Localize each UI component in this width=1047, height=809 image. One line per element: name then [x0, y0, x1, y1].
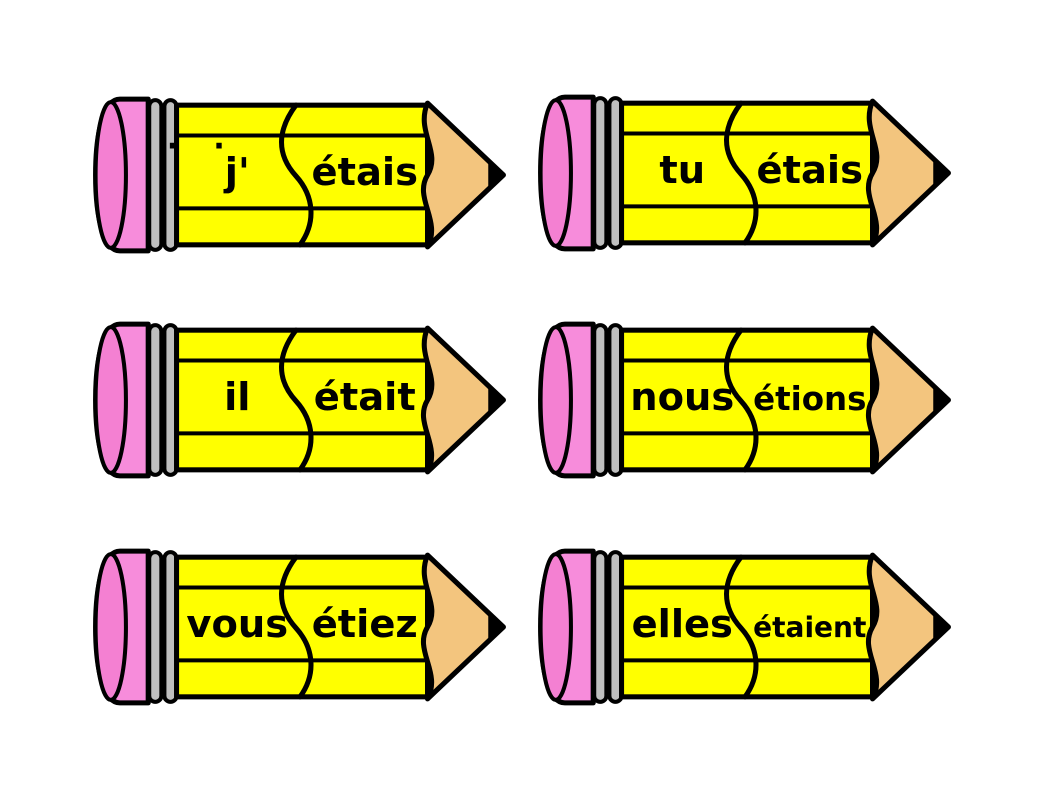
verb-label: étaient: [753, 611, 866, 644]
pencil-graphic: nous étions: [534, 316, 954, 484]
verb-label: étions: [753, 380, 866, 418]
pencil-graphic: vous étiez: [89, 543, 509, 711]
verb-label: étais: [757, 148, 863, 193]
pencil-card-j-etais: · · j' étais: [89, 91, 509, 259]
pencil-graphic: · · j' étais: [89, 91, 509, 259]
pronoun-label: tu: [659, 148, 705, 193]
pencil-card-tu-etais: tu étais: [534, 89, 954, 257]
pronoun-label: nous: [630, 375, 734, 420]
pronoun-label: vous: [186, 602, 288, 647]
pencil-graphic: tu étais: [534, 89, 954, 257]
pronoun-label: elles: [632, 602, 733, 647]
pencil-card-elles-etaient: elles étaient: [534, 543, 954, 711]
verb-label: était: [314, 375, 416, 420]
stray-dots: · ·: [167, 129, 237, 164]
pronoun-label: il: [224, 375, 250, 420]
pronoun-label: j': [223, 150, 250, 195]
verb-label: étiez: [312, 602, 418, 647]
pencil-graphic: elles étaient: [534, 543, 954, 711]
pencil-card-nous-etions: nous étions: [534, 316, 954, 484]
pencil-card-vous-etiez: vous étiez: [89, 543, 509, 711]
pencil-graphic: il était: [89, 316, 509, 484]
pencil-card-il-etait: il était: [89, 316, 509, 484]
verb-label: étais: [312, 150, 418, 195]
